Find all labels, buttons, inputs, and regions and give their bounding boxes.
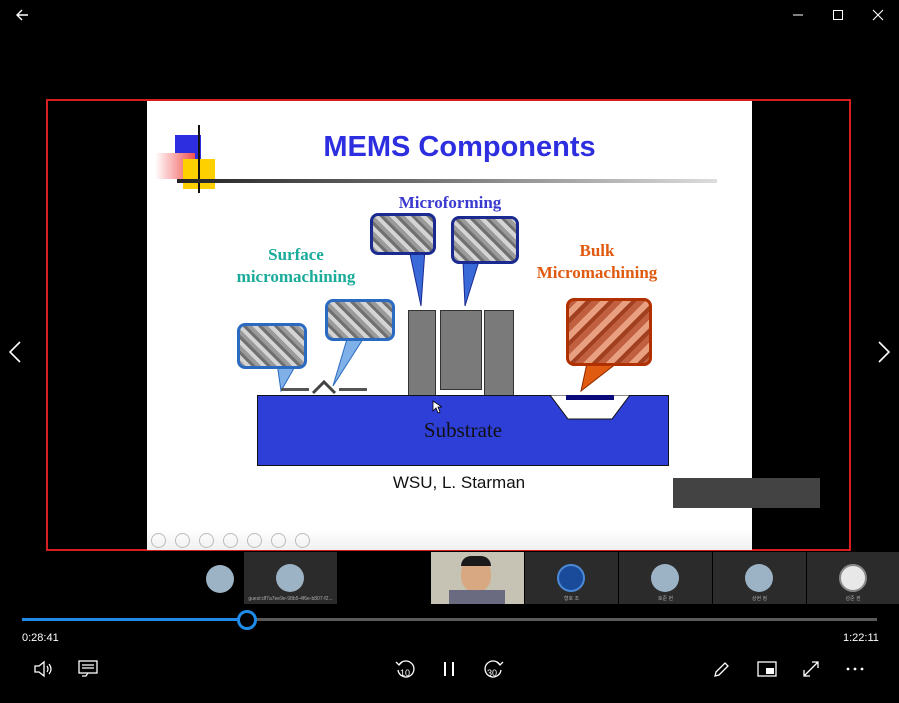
minimize-button[interactable] — [778, 0, 818, 30]
sem-image-surface-1 — [237, 323, 307, 369]
previous-button[interactable] — [0, 330, 30, 374]
etched-cavity — [550, 395, 630, 420]
slide-pen-icon[interactable] — [199, 533, 214, 548]
slide-more-icon[interactable] — [295, 533, 310, 548]
participant-name: 형호 조 — [563, 596, 580, 602]
slide-toolbar — [147, 529, 752, 550]
pause-button[interactable] — [434, 654, 464, 684]
participant-name: guest:df7a7ee9e-98b5-4f6e-b807-f2... — [248, 596, 333, 602]
avatar — [839, 564, 867, 592]
surface-layer-left — [281, 388, 309, 391]
redacted-overlay — [673, 478, 820, 508]
mouse-cursor-icon — [432, 400, 442, 414]
surface-layer-right — [339, 388, 367, 391]
label-microforming: Microforming — [398, 193, 502, 212]
more-icon — [846, 667, 864, 671]
sem-image-microforming-1 — [370, 213, 436, 255]
participant-tile[interactable]: 형호 조 — [525, 552, 618, 604]
slide-title: MEMS Components — [323, 131, 596, 163]
slide-credit: WSU, L. Starman — [392, 473, 526, 492]
participant-name: 성준 권 — [845, 596, 861, 602]
chevron-left-icon — [8, 341, 21, 363]
slide-zoom-icon[interactable] — [247, 533, 262, 548]
participant-tile[interactable]: 성준 권 — [807, 552, 899, 604]
title-rule — [177, 179, 717, 183]
elapsed-time: 0:28:41 — [22, 632, 59, 644]
slide-menu-icon[interactable] — [271, 533, 286, 548]
skip-back-icon — [395, 660, 415, 678]
participant-tile-video[interactable] — [431, 552, 524, 604]
participant-name: 상현 정 — [751, 596, 768, 602]
expand-icon — [803, 661, 819, 677]
minimize-icon — [793, 14, 803, 16]
edit-button[interactable] — [707, 654, 737, 684]
label-surface-micromachining: Surface micromachining — [236, 245, 356, 286]
presentation-slide: MEMS Components Surface micromachining M… — [147, 101, 752, 550]
avatar — [276, 564, 304, 592]
skip-back-label: 10 — [400, 668, 411, 678]
sem-image-microforming-2 — [451, 216, 519, 264]
avatar — [557, 564, 585, 592]
sem-image-surface-2 — [325, 299, 395, 341]
avatar — [206, 565, 234, 593]
seek-bar-fill — [22, 618, 247, 621]
label-bulk-micromachining: Bulk Micromachining — [536, 241, 658, 282]
more-options-button[interactable] — [840, 654, 870, 684]
skip-forward-label: 30 — [487, 668, 498, 678]
avatar — [745, 564, 773, 592]
captions-icon — [78, 660, 98, 677]
participant-name: 호준 현 — [657, 596, 674, 602]
skip-forward-button[interactable]: 30 — [479, 654, 509, 684]
next-button[interactable] — [869, 330, 899, 374]
participant-tile[interactable]: guest:df7a7ee9e-98b5-4f6e-b807-f2... — [244, 552, 337, 604]
maximize-button[interactable] — [818, 0, 858, 30]
fullscreen-button[interactable] — [796, 654, 826, 684]
slide-logo-line-v — [198, 125, 200, 193]
volume-button[interactable] — [28, 654, 58, 684]
captions-button[interactable] — [73, 654, 103, 684]
skip-forward-icon — [484, 660, 504, 678]
pillar-right — [484, 310, 514, 396]
pillar-left — [408, 310, 436, 396]
participant-tile[interactable]: 상현 정 — [713, 552, 806, 604]
participant-strip: guest:df7a7ee9e-98b5-4f6e-b807-f2... 형호 … — [0, 552, 899, 604]
pause-icon — [444, 662, 454, 676]
arrow-left-icon — [16, 9, 28, 21]
avatar — [651, 564, 679, 592]
close-icon — [872, 9, 884, 21]
mini-view-button[interactable] — [752, 654, 782, 684]
substrate: Substrate — [257, 395, 669, 466]
participant-shirt — [449, 590, 505, 604]
pillar-middle — [440, 310, 482, 390]
sem-image-bulk — [566, 298, 652, 366]
pencil-icon — [714, 662, 729, 677]
surface-bridge — [311, 379, 337, 395]
substrate-label: Substrate — [423, 418, 503, 442]
callout-pointers — [276, 248, 619, 393]
seek-bar-thumb[interactable] — [236, 610, 257, 630]
participant-tile[interactable] — [197, 552, 243, 604]
skip-back-button[interactable]: 10 — [390, 654, 420, 684]
close-button[interactable] — [858, 0, 898, 30]
maximize-icon — [833, 10, 843, 20]
chevron-right-icon — [878, 341, 891, 363]
slide-prev-icon[interactable] — [151, 533, 166, 548]
slide-copy-icon[interactable] — [223, 533, 238, 548]
total-duration: 1:22:11 — [843, 632, 879, 644]
picture-in-picture-icon — [757, 661, 777, 677]
slide-next-icon[interactable] — [175, 533, 190, 548]
back-button[interactable] — [2, 0, 42, 30]
participant-hair — [461, 556, 491, 566]
participant-tile[interactable]: 호준 현 — [619, 552, 712, 604]
seek-bar[interactable] — [22, 610, 877, 630]
speaker-icon — [34, 660, 52, 678]
